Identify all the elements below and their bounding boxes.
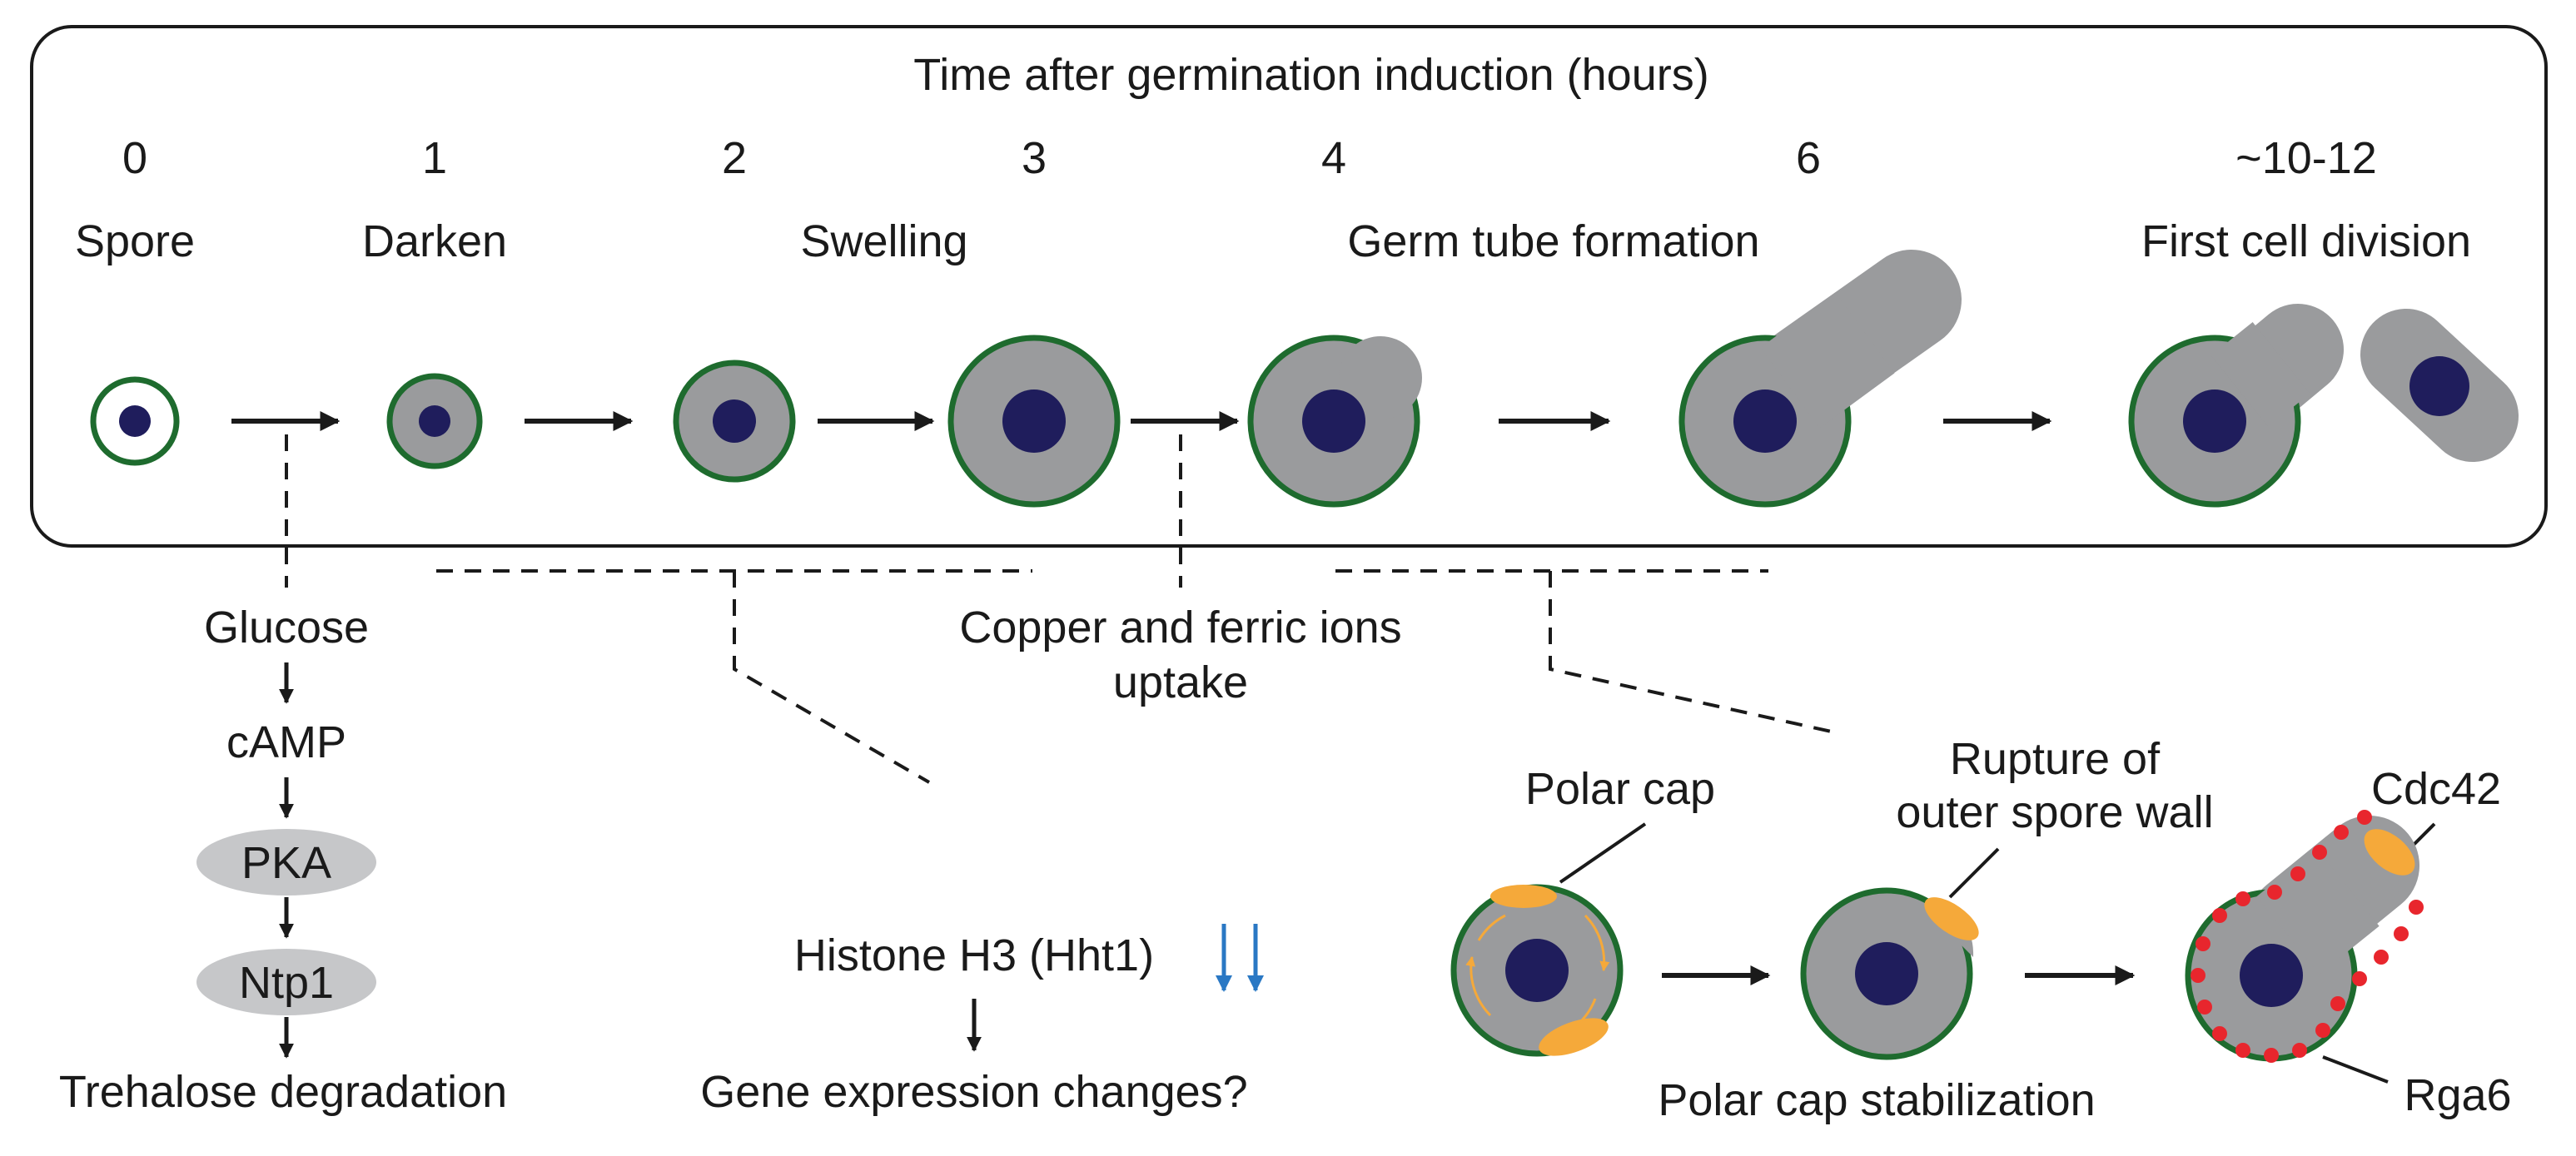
- rga6-dots: [2191, 810, 2424, 1063]
- double-down-arrow-icon: [1216, 924, 1264, 992]
- swelling-cell-small: [673, 360, 796, 483]
- pathway-pka: PKA: [241, 838, 331, 888]
- cdc42-label: Cdc42: [2371, 764, 2501, 814]
- rupture-label-line2: outer spore wall: [1896, 787, 2213, 837]
- timeline-title: Time after germination induction (hours): [913, 50, 1708, 100]
- germ-tube-cell: [1678, 250, 1962, 508]
- hour-label-3: 3: [1022, 133, 1047, 183]
- ntp1-oval: [196, 949, 376, 1015]
- stage-label-first-division: First cell division: [2141, 216, 2471, 266]
- hour-label-10-12: ~10-12: [2235, 133, 2377, 183]
- stage-label-spore: Spore: [75, 216, 195, 266]
- stage-label-germ-tube: Germ tube formation: [1347, 216, 1759, 266]
- hour-label-6: 6: [1796, 133, 1821, 183]
- daughter-cell: [2360, 309, 2519, 462]
- hour-label-1: 1: [422, 133, 447, 183]
- rga6-pointer: [2322, 1055, 2389, 1084]
- rupture-pointer: [1948, 847, 2000, 899]
- dividing-mother-cell: [2128, 304, 2344, 508]
- pathway-camp: cAMP: [226, 717, 346, 767]
- ions-label-line1: Copper and ferric ions: [959, 603, 1401, 652]
- germ-tube-early-cell: [1247, 335, 1422, 508]
- polar-cap-pointer: [1559, 822, 1647, 884]
- stage-label-swelling: Swelling: [800, 216, 967, 266]
- rga6-label: Rga6: [2404, 1070, 2511, 1120]
- pathway-trehalose: Trehalose degradation: [59, 1067, 507, 1117]
- polar-cap-label: Polar cap: [1525, 764, 1715, 814]
- pathway-ntp1: Ntp1: [239, 958, 334, 1008]
- dashed-connectors: [285, 434, 1836, 784]
- cdc42-cell: [2185, 816, 2419, 1062]
- pathway-glucose: Glucose: [204, 603, 369, 652]
- spore-cell: [90, 376, 180, 466]
- rupture-label-line1: Rupture of: [1950, 734, 2161, 784]
- stage-label-darken: Darken: [362, 216, 507, 266]
- rupture-cell: [1800, 887, 1979, 1060]
- polar-cap-cell: [1450, 884, 1624, 1057]
- polar-stabilization-label: Polar cap stabilization: [1658, 1075, 2095, 1125]
- ions-label-line2: uptake: [1113, 657, 1248, 707]
- hour-label-4: 4: [1321, 133, 1346, 183]
- timeline-box: [30, 25, 2548, 548]
- pka-oval: [196, 829, 376, 896]
- swelling-cell-large: [947, 335, 1121, 508]
- histone-label: Histone H3 (Hht1): [794, 930, 1154, 980]
- hour-label-2: 2: [722, 133, 747, 183]
- hour-label-0: 0: [122, 133, 147, 183]
- histone-result: Gene expression changes?: [700, 1067, 1247, 1117]
- darken-cell: [386, 373, 483, 469]
